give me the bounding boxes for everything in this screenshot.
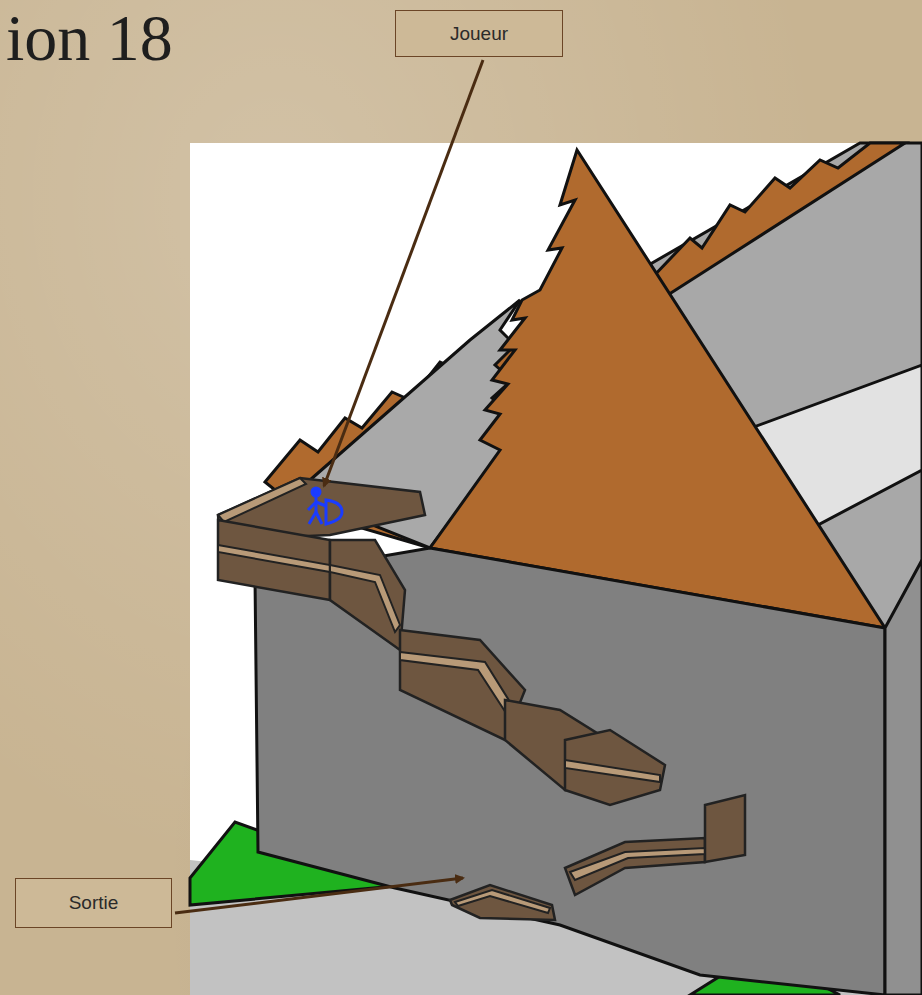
callout-box: Joueur	[395, 10, 563, 57]
slide-title: ion 18	[6, 2, 173, 75]
broken-stair-edge	[570, 848, 705, 880]
stair-edge	[330, 565, 400, 632]
callout-label: Sortie	[69, 892, 119, 914]
exit-step-edge	[455, 890, 550, 913]
player-figure	[308, 488, 342, 524]
callout-label: Joueur	[450, 23, 508, 45]
broken-pillar	[705, 795, 745, 862]
big-peak	[430, 150, 885, 628]
stair-edge	[400, 652, 515, 716]
canvas	[190, 143, 922, 995]
platform-front	[218, 520, 330, 600]
leader-line	[324, 60, 483, 486]
platform-edge	[218, 478, 306, 522]
leader-line	[175, 878, 463, 913]
stair-edge	[565, 760, 660, 782]
callout-box: Sortie	[15, 878, 172, 928]
wall-side	[885, 560, 922, 995]
platform-rim	[218, 545, 330, 572]
broken-stair	[565, 838, 705, 895]
stair-segment	[330, 540, 405, 650]
ridge-right	[648, 143, 905, 300]
stair-segment	[565, 730, 665, 805]
exit-step	[450, 885, 555, 920]
